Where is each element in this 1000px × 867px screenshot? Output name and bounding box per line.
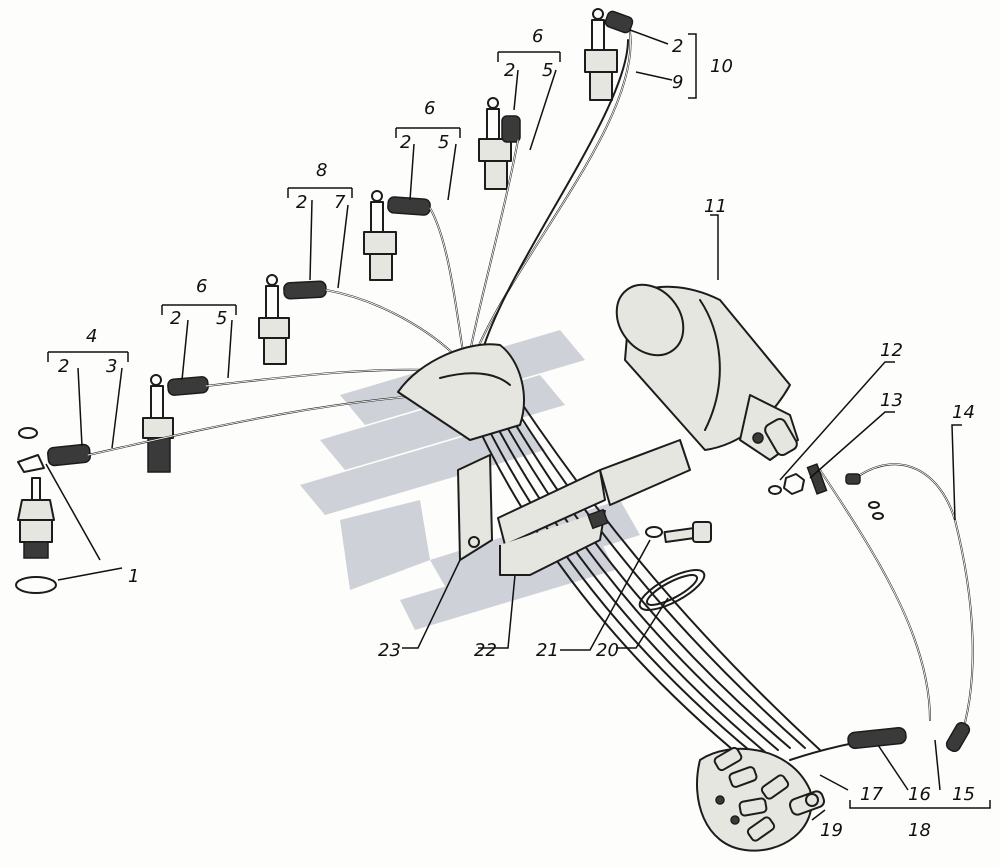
- callout-22: 22: [474, 640, 497, 661]
- callout-18: 18: [908, 820, 931, 841]
- callout-21: 21: [536, 640, 559, 661]
- callout-4-3: 3: [106, 356, 117, 377]
- callout-6a-5: 5: [216, 308, 227, 329]
- callout-numbers: 1 4 2 3 6 2 5 8 2 7 6 2 5 6 2 5 2 9 10 1…: [58, 26, 975, 841]
- callout-6b-2: 2: [400, 132, 411, 153]
- spark-plug-1: [15, 427, 57, 594]
- callout-17: 17: [860, 784, 883, 805]
- low-tension-wires: [789, 463, 974, 761]
- grommet: [638, 569, 706, 611]
- callout-10: 10: [710, 56, 733, 77]
- callout-15: 15: [952, 784, 975, 805]
- callout-8: 8: [316, 160, 327, 181]
- leader-lines: [45, 29, 991, 821]
- callout-6a-2: 2: [170, 308, 181, 329]
- bolt-and-washer: [645, 521, 712, 544]
- callout-6a: 6: [196, 276, 207, 297]
- spark-plug-5: [478, 97, 512, 190]
- wire-harness-bundle: [469, 397, 821, 761]
- callout-1: 1: [128, 566, 139, 587]
- cable-connector: [788, 790, 826, 816]
- callout-4-2: 2: [58, 356, 69, 377]
- spark-plug-3: [258, 274, 290, 365]
- callout-6b: 6: [424, 98, 435, 119]
- spark-plug-4: [363, 190, 397, 281]
- callout-6c-2: 2: [504, 60, 515, 81]
- callout-13: 13: [880, 390, 903, 411]
- callout-23: 23: [378, 640, 401, 661]
- spark-plug-6: [584, 8, 618, 101]
- callout-10-9: 9: [672, 72, 683, 93]
- callout-11: 11: [704, 196, 727, 217]
- ignition-coil: [615, 283, 799, 461]
- callout-6b-5: 5: [438, 132, 449, 153]
- spark-plug-2: [142, 374, 174, 473]
- callout-16: 16: [908, 784, 931, 805]
- nut-and-washer: [768, 473, 805, 495]
- callout-10-2: 2: [672, 36, 683, 57]
- callout-8-2: 2: [296, 192, 307, 213]
- callout-8-7: 7: [334, 192, 346, 213]
- callout-12: 12: [880, 340, 903, 361]
- callout-6c-5: 5: [542, 60, 553, 81]
- distributor-cap: [696, 746, 813, 852]
- harness-clamp-bracket: [397, 343, 525, 561]
- callout-6c: 6: [532, 26, 543, 47]
- callout-20: 20: [596, 640, 619, 661]
- plug-caps: [47, 10, 634, 467]
- callout-14: 14: [952, 402, 975, 423]
- callout-19: 19: [820, 820, 843, 841]
- coil-mounting-bracket: [497, 439, 691, 576]
- callout-4: 4: [86, 326, 97, 347]
